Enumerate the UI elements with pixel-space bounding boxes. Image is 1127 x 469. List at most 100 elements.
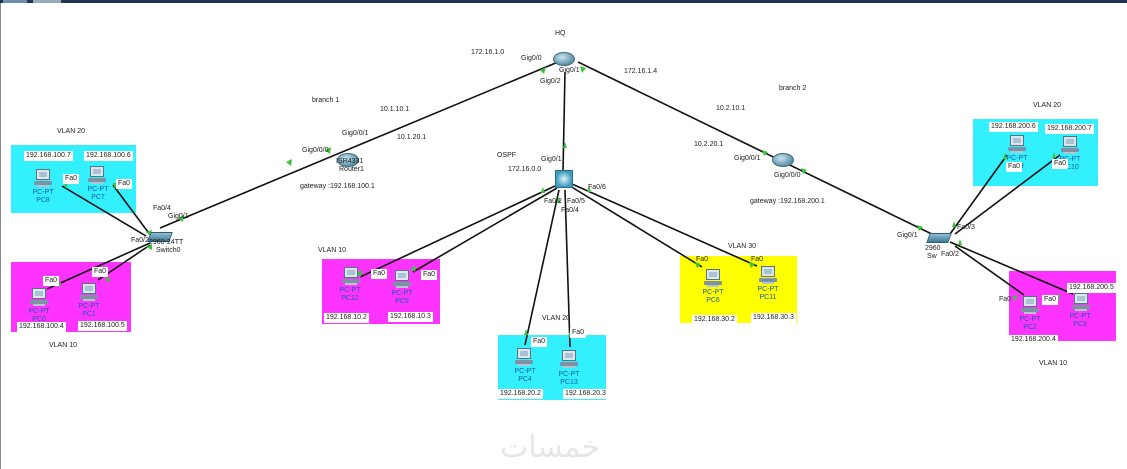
pc0-type: PC-PT xyxy=(28,308,50,315)
window-tab[interactable] xyxy=(33,0,61,3)
pc7-computer-icon[interactable] xyxy=(88,166,106,186)
pc1-type: PC-PT xyxy=(78,303,100,310)
pc13-name: PC13 xyxy=(560,379,578,386)
link-hq-core xyxy=(562,71,566,173)
pc6-computer-icon[interactable] xyxy=(704,269,722,289)
pc12-type: PC-PT xyxy=(339,287,361,294)
ospf-label: OSPF xyxy=(497,152,517,159)
pc11-port: Fa0 xyxy=(751,256,764,263)
link-sw0-pc8 xyxy=(61,185,147,237)
pc2-computer-icon[interactable] xyxy=(1021,296,1039,316)
link-core-pc12 xyxy=(359,185,556,278)
link-core-pc13 xyxy=(564,189,571,348)
pc3-computer-icon[interactable] xyxy=(1072,293,1090,313)
pc0-port: Fa0 xyxy=(43,276,60,286)
link-hq-branch1 xyxy=(159,61,559,229)
port-indicator xyxy=(178,215,184,222)
pc12-computer-icon[interactable] xyxy=(342,267,360,287)
pc1-port: Fa0 xyxy=(92,267,109,277)
window-tab[interactable] xyxy=(3,0,27,3)
pc7-name: PC7 xyxy=(91,194,105,201)
core-multilayer-switch[interactable] xyxy=(555,170,573,188)
pc13-computer-icon[interactable] xyxy=(560,350,578,370)
window-title-bar xyxy=(0,0,1127,3)
link-sw2-pc2 xyxy=(954,245,1025,296)
port-indicator xyxy=(917,225,923,231)
pc8-name: PC8 xyxy=(36,197,50,204)
port-indicator xyxy=(286,159,292,166)
core-vlan20-label: VLAN 20 xyxy=(542,315,571,322)
pc5-port: Fa0 xyxy=(421,270,438,280)
hq-port-gig0-1: Gig0/1 xyxy=(559,67,580,74)
link-core-pc5 xyxy=(412,187,558,273)
core-port-fa0-4: Fa0/4 xyxy=(561,207,579,214)
branch2-subnet-1: 10.2.10.1 xyxy=(716,105,746,112)
switch0-port-fa0-4: Fa0/4 xyxy=(153,205,171,212)
pc9-computer-icon[interactable] xyxy=(1008,135,1026,155)
link-core-pc11 xyxy=(571,183,758,267)
branch1-vlan10-label: VLAN 10 xyxy=(49,342,78,349)
watermark-logo: خمسات xyxy=(500,430,601,465)
pc13-port: Fa0 xyxy=(570,328,587,338)
link-sw2-pc10 xyxy=(954,154,1061,235)
branch2-port-down: Gig0/0/0 xyxy=(774,172,801,179)
pc2-type: PC-PT xyxy=(1019,316,1041,323)
port-indicator xyxy=(524,329,528,335)
pc11-computer-icon[interactable] xyxy=(759,266,777,286)
port-indicator xyxy=(64,183,68,189)
link-core-pc4 xyxy=(524,189,560,346)
pc4-computer-icon[interactable] xyxy=(515,348,533,368)
pc10-name: PC10 xyxy=(1061,164,1079,171)
core-port-gig0-1: Gig0/1 xyxy=(541,156,562,163)
switch0-name: Switch0 xyxy=(156,247,181,254)
branch1-router[interactable] xyxy=(337,153,359,167)
pc1-computer-icon[interactable] xyxy=(80,283,98,303)
hq-port-gig0-2: Gig0/2 xyxy=(540,78,561,85)
branch2-switch-name: Sw xyxy=(927,253,937,260)
link-sw2-pc3 xyxy=(949,241,1074,295)
pc5-computer-icon[interactable] xyxy=(393,270,411,290)
link-sw0-pc0 xyxy=(46,242,151,290)
port-indicator xyxy=(541,187,545,193)
pc0-computer-icon[interactable] xyxy=(30,288,48,308)
pc12-port: Fa0 xyxy=(371,269,388,279)
hq-router[interactable] xyxy=(553,52,575,66)
branch1-gateway: gateway :192.168.100.1 xyxy=(300,183,375,190)
port-indicator xyxy=(801,168,807,174)
branch2-switch-model: 2960 xyxy=(925,245,941,252)
core-port-fa0-2: Fa0/2 xyxy=(544,198,562,205)
port-indicator xyxy=(540,67,546,74)
pc8-computer-icon[interactable] xyxy=(34,169,52,189)
branch1-port-up: Gig0/0/1 xyxy=(342,130,369,137)
link-sw2-pc9 xyxy=(949,154,1008,235)
pc5-type: PC-PT xyxy=(391,290,413,297)
pc8-port: Fa0 xyxy=(63,174,80,184)
branch2-label: branch 2 xyxy=(779,85,807,92)
pc6-name: PC6 xyxy=(706,297,720,304)
pc10-ip: 192.168.200.7 xyxy=(1045,124,1094,134)
pc7-ip: 192.168.100.6 xyxy=(84,151,133,161)
pc9-port: Fa0 xyxy=(1006,162,1023,172)
pc1-name: PC1 xyxy=(82,311,96,318)
port-indicator xyxy=(958,239,962,245)
port-indicator xyxy=(146,244,152,250)
pc2-name: PC2 xyxy=(1023,324,1037,331)
pc4-port: Fa0 xyxy=(531,337,548,347)
port-indicator xyxy=(563,142,567,148)
pc9-ip: 192.168.200.6 xyxy=(989,122,1038,132)
switch0-model: 2960-24TT xyxy=(149,239,184,246)
zone-core-vlan30 xyxy=(680,256,797,323)
net-hq-branch1: 172.16.1.0 xyxy=(471,49,505,56)
pc4-type: PC-PT xyxy=(514,368,536,375)
port-indicator xyxy=(557,197,561,203)
branch2-router[interactable] xyxy=(772,153,794,167)
pc10-computer-icon[interactable] xyxy=(1061,136,1079,156)
pc1-ip: 192.168.100.5 xyxy=(78,321,127,331)
pc8-ip: 192.168.100.7 xyxy=(24,151,73,161)
port-indicator xyxy=(1003,153,1007,159)
branch2-switch[interactable] xyxy=(926,233,952,243)
pc2-port: Fa0 xyxy=(999,296,1012,303)
pc11-name: PC11 xyxy=(759,294,777,301)
pc3-name: PC3 xyxy=(1073,321,1087,328)
